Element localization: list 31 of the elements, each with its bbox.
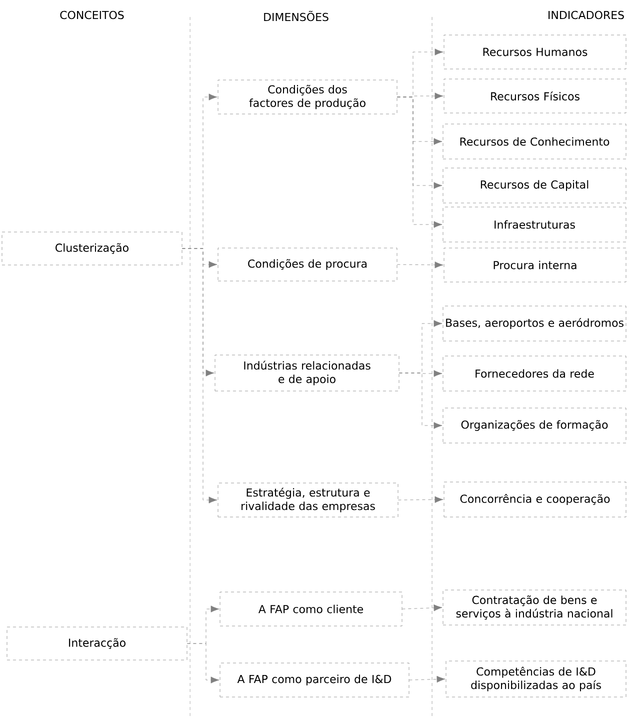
concept-box: Procura interna <box>444 248 626 282</box>
concept-box: Interacção <box>6 626 188 660</box>
arrow <box>409 676 446 683</box>
concept-box: Fornecedores da rede <box>442 356 626 392</box>
concept-box: Condições dos factores de produção <box>218 80 398 114</box>
arrow <box>398 496 444 503</box>
concept-box: Organizações de formação <box>442 408 626 444</box>
concept-box: Condições de procura <box>218 248 398 282</box>
concept-box: Recursos Físicos <box>444 78 626 114</box>
concept-box: Clusterização <box>2 232 182 266</box>
arrow <box>397 262 444 268</box>
column-heading: INDICADORES <box>548 10 624 20</box>
concept-box: Infraestruturas <box>442 206 626 242</box>
arrow <box>397 96 442 228</box>
column-heading: DIMENSÕES <box>264 10 328 22</box>
concept-box: Concorrência e cooperação <box>444 482 626 518</box>
concept-box: Contratação de bens e serviços à indústria nacional <box>442 590 626 626</box>
concept-box: Recursos de Capital <box>442 168 626 204</box>
concept-box: Indústrias relacionadas e de apoio <box>214 354 400 392</box>
arrow <box>402 604 442 612</box>
concept-box: Bases, aeroportos e aeródromos <box>442 306 626 342</box>
concept-box: Estratégia, estrutura e rivalidade das empresas <box>218 482 398 518</box>
concept-box: A FAP como parceiro de I&D <box>220 662 410 698</box>
concept-box: Recursos de Conhecimento <box>442 124 626 160</box>
concept-box: A FAP como cliente <box>220 592 402 626</box>
arrow <box>182 248 218 504</box>
concept-box: Recursos Humanos <box>444 34 626 70</box>
arrow <box>399 372 442 429</box>
column-heading: CONCEITOS <box>60 10 124 20</box>
concept-box: Competências de I&D disponibilizadas ao país <box>446 660 626 698</box>
arrow <box>187 643 220 684</box>
